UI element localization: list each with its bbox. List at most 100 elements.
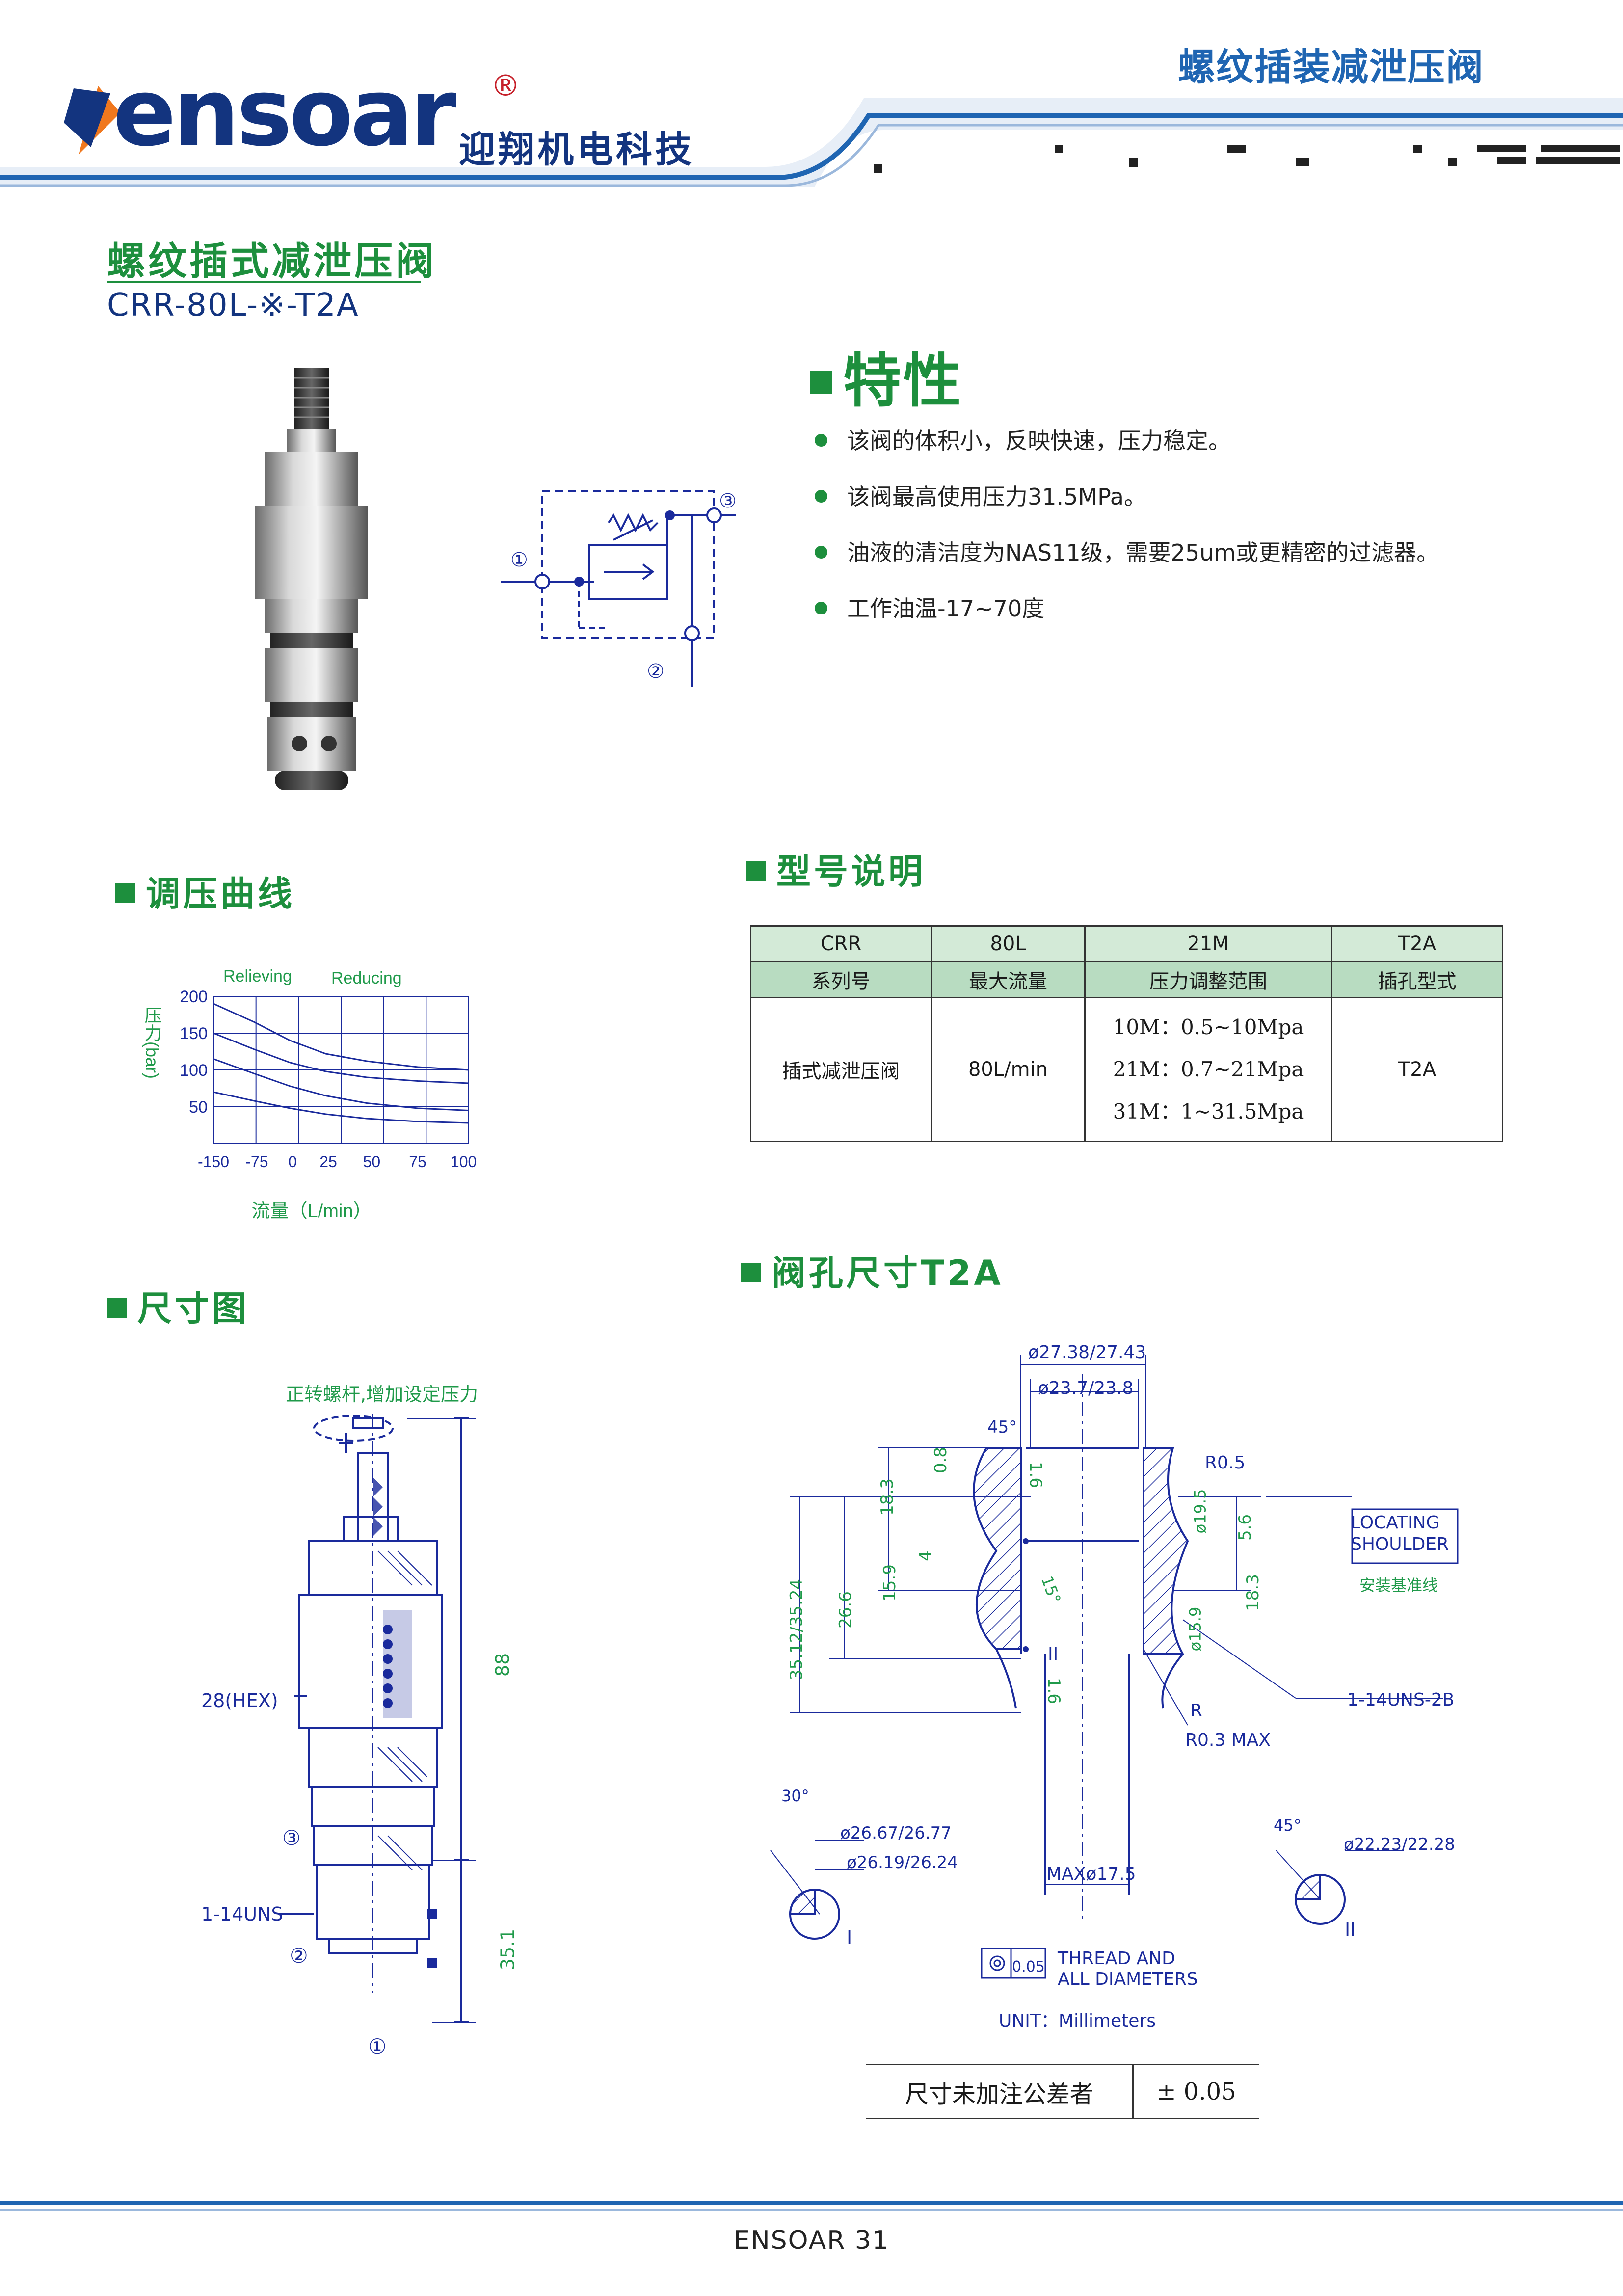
dim-15-9: 15.9	[879, 1564, 900, 1602]
hex-label: 28(HEX)	[201, 1690, 278, 1711]
dim-18-3-b: 18.3	[1243, 1574, 1263, 1611]
pressure-range: 31M：1~31.5Mpa	[1113, 1099, 1304, 1123]
x-tick-label: -150	[198, 1153, 229, 1171]
logo-icon	[64, 86, 120, 155]
footer-line-thin	[0, 2209, 1623, 2211]
dim-a45b: 45°	[1274, 1816, 1302, 1835]
table-cell: T2A	[1331, 997, 1503, 1142]
dim-4: 4	[915, 1550, 935, 1561]
list-item: 该阀最高使用压力31.5MPa。	[815, 483, 1439, 510]
series-line	[213, 1058, 469, 1111]
x-axis-label: 流量（L/min）	[252, 1201, 372, 1222]
tolerance-label: 尺寸未加注公差者	[866, 2064, 1134, 2119]
detail-mark-II: II	[1345, 1919, 1356, 1941]
baseline-label: 安装基准线	[1359, 1576, 1438, 1595]
legend-relieving: Relieving	[223, 967, 292, 986]
product-model: CRR-80L-※-T2A	[107, 287, 359, 323]
model-table: CRR 80L 21M T2A 系列号 最大流量 压力调整范围 插孔型式 插式减…	[750, 925, 1503, 1142]
dim-88: 88	[492, 1653, 514, 1677]
table-row: 系列号 最大流量 压力调整范围 插孔型式	[750, 961, 1503, 998]
features-heading: 特性	[810, 334, 963, 418]
dim-d22-23: ø22.23/22.28	[1344, 1835, 1455, 1854]
dim-1-6-a: 1.6	[1026, 1461, 1046, 1489]
cavity-drawing	[770, 1355, 1459, 1979]
table-row: 尺寸未加注公差者 ± 0.05	[866, 2064, 1259, 2119]
dim-d1: ø27.38/27.43	[1028, 1342, 1146, 1362]
table-cell: 21M	[1084, 925, 1332, 962]
x-tick-label: 0	[288, 1153, 297, 1171]
y-axis-label: 压力(bar)	[142, 1006, 162, 1079]
table-cell: 最大流量	[931, 961, 1086, 998]
series-line	[213, 1091, 469, 1124]
dim-angle45: 45°	[987, 1417, 1017, 1437]
thread-note-2: ALL DIAMETERS	[1058, 1969, 1198, 1989]
cavity-heading: 阀孔尺寸T2A	[741, 1246, 1004, 1295]
x-tick-label: 75	[409, 1153, 426, 1171]
y-tick-label: 200	[180, 988, 208, 1006]
dim-26-6: 26.6	[835, 1591, 855, 1629]
section-mark-II: II	[1048, 1644, 1059, 1664]
thread-label: 1-14UNS	[201, 1903, 283, 1925]
dim-d2: ø23.7/23.8	[1038, 1378, 1134, 1398]
table-cell: 80L/min	[931, 997, 1086, 1142]
y-tick-label: 100	[180, 1061, 208, 1080]
dimensions-heading: 尺寸图	[107, 1281, 249, 1331]
table-cell: 插孔型式	[1331, 961, 1503, 998]
port-3-label: ③	[282, 1826, 301, 1850]
square-bullet-icon	[746, 861, 766, 881]
page-footer: ENSOAR 31	[733, 2226, 890, 2255]
hydraulic-symbol	[501, 490, 736, 687]
symbol-port-2: ②	[647, 660, 665, 683]
table-cell: 80L	[931, 925, 1086, 962]
list-item: 工作油温-17~70度	[815, 595, 1439, 622]
company-name: 迎翔机电科技	[459, 129, 694, 171]
y-tick-label: 150	[180, 1024, 208, 1043]
table-cell: 插式减泄压阀	[750, 997, 932, 1142]
x-tick-label: 100	[451, 1153, 477, 1171]
x-tick-label: 50	[363, 1153, 381, 1171]
square-bullet-icon	[107, 1298, 127, 1318]
symbol-port-3: ③	[719, 490, 737, 512]
locating-label-2: SHOULDER	[1351, 1534, 1449, 1554]
dim-d26-67: ø26.67/26.77	[840, 1823, 952, 1843]
dim-r: R	[1190, 1701, 1203, 1721]
category-title: 螺纹插装减泄压阀	[1178, 45, 1484, 89]
tolerance-value: ± 0.05	[1133, 2064, 1259, 2119]
brand-logo: ensoar	[113, 58, 456, 167]
list-item: 油液的清洁度为NAS11级，需要25um或更精密的过滤器。	[815, 539, 1439, 566]
table-row: CRR 80L 21M T2A	[750, 925, 1503, 962]
square-bullet-icon	[810, 371, 832, 394]
dim-r05: R0.5	[1205, 1453, 1246, 1473]
product-title: 螺纹插式减泄压阀	[107, 240, 437, 284]
dim-5-6: 5.6	[1235, 1514, 1255, 1541]
dim-35-12: 35.12/35.24	[787, 1578, 807, 1681]
table-cell: T2A	[1331, 925, 1503, 962]
table-cell: 系列号	[750, 961, 932, 998]
port-2-label: ②	[290, 1944, 308, 1968]
square-bullet-icon	[115, 883, 135, 903]
footer-line	[0, 2201, 1623, 2205]
dim-r03: R0.3 MAX	[1185, 1730, 1271, 1750]
dim-d15-9: ø15.9	[1186, 1606, 1205, 1652]
legend-reducing: Reducing	[331, 969, 402, 988]
title-underline	[107, 281, 421, 283]
bullet-icon	[815, 490, 827, 503]
port-1-label: ①	[368, 2034, 387, 2058]
pressure-curve-heading: 调压曲线	[115, 866, 295, 916]
series-line	[213, 1032, 469, 1084]
list-item: 该阀的体积小，反映快速，压力稳定。	[815, 427, 1439, 454]
dim-max17-5: MAXø17.5	[1046, 1864, 1136, 1884]
symbol-port-1: ①	[510, 549, 528, 571]
model-desc-heading: 型号说明	[746, 844, 926, 894]
dim-0-8: 0.8	[931, 1446, 951, 1474]
table-cell: CRR	[750, 925, 932, 962]
bullet-icon	[815, 434, 827, 447]
bullet-icon	[815, 546, 827, 559]
dim-d26-19: ø26.19/26.24	[847, 1853, 958, 1872]
tolerance-box-value: 0.05	[1012, 1958, 1045, 1976]
valve-photo	[255, 368, 368, 790]
dim-a30: 30°	[781, 1787, 809, 1805]
adjust-note: 正转螺杆,增加设定压力	[286, 1384, 479, 1405]
dim-18-3-a: 18.3	[877, 1478, 897, 1516]
